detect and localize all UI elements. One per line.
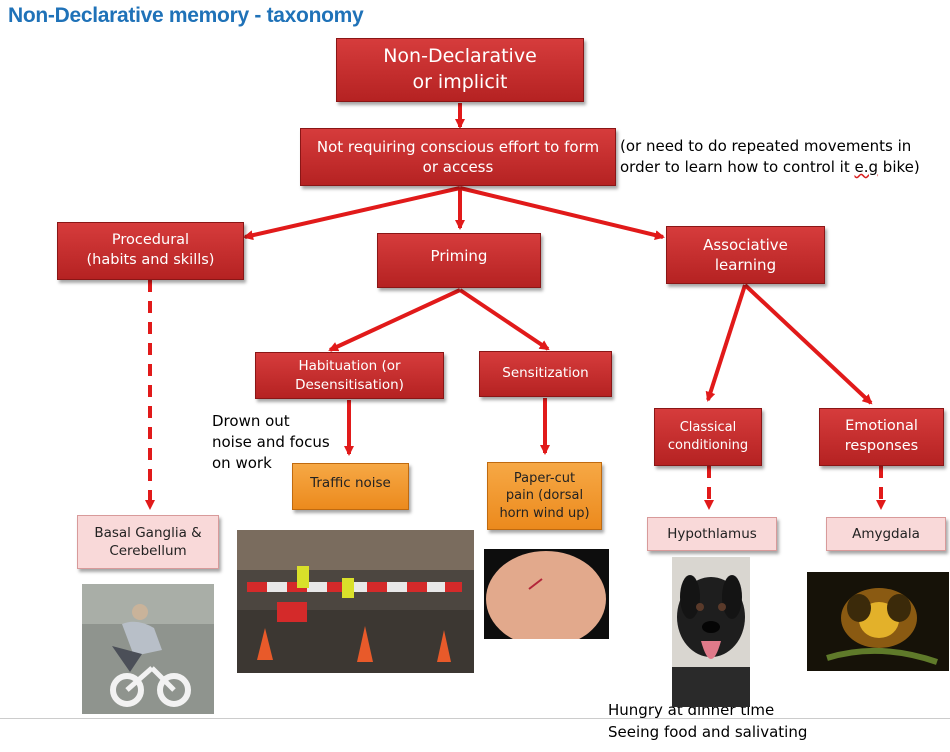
node-sensitization: Sensitization <box>479 351 612 397</box>
effort-note-line-2: order to learn how to control it e.g bik… <box>620 158 920 176</box>
arrow-priming-habituation <box>328 288 461 352</box>
dog-photo <box>672 557 750 707</box>
effort-note: (or need to do repeated movements in ord… <box>620 136 920 178</box>
node-traffic-noise: Traffic noise <box>292 463 409 510</box>
eg-text: e.g <box>854 158 879 176</box>
effort-note-line-1: (or need to do repeated movements in <box>620 137 912 155</box>
drown-out-note: Drown out noise and focus on work <box>212 412 330 472</box>
bike-lane-figure-photo <box>82 584 214 714</box>
paper-cut-finger-photo <box>484 549 609 639</box>
hungry-note-line-2: Seeing food and salivating <box>608 722 808 741</box>
hornet-photo <box>807 572 949 671</box>
arrow-associative-emotional <box>743 283 873 405</box>
node-procedural: Procedural (habits and skills) <box>57 222 244 280</box>
node-associative-learning: Associative learning <box>666 226 825 284</box>
arrow-effort-associative <box>459 186 665 240</box>
node-priming: Priming <box>377 233 541 288</box>
node-classical-conditioning: Classical conditioning <box>654 408 762 466</box>
arrow-priming-sensitization <box>458 288 550 351</box>
node-habituation: Habituation (or Desensitisation) <box>255 352 444 399</box>
node-basal-ganglia-cerebellum: Basal Ganglia & Cerebellum <box>77 515 219 569</box>
node-non-declarative: Non-Declarative or implicit <box>336 38 584 102</box>
node-no-conscious-effort: Not requiring conscious effort to form o… <box>300 128 616 186</box>
arrow-associative-classical <box>705 284 747 402</box>
node-hypothalamus: Hypothlamus <box>647 517 777 551</box>
node-paper-cut: Paper-cut pain (dorsal horn wind up) <box>487 462 602 530</box>
roadworks-photo <box>237 530 474 673</box>
node-amygdala: Amygdala <box>826 517 946 551</box>
arrow-effort-procedural <box>243 186 461 241</box>
node-emotional-responses: Emotional responses <box>819 408 944 466</box>
footer-divider <box>0 718 950 719</box>
page-title: Non-Declarative memory - taxonomy <box>8 4 364 27</box>
hungry-note: Hungry at dinner time Seeing food and sa… <box>608 700 807 744</box>
